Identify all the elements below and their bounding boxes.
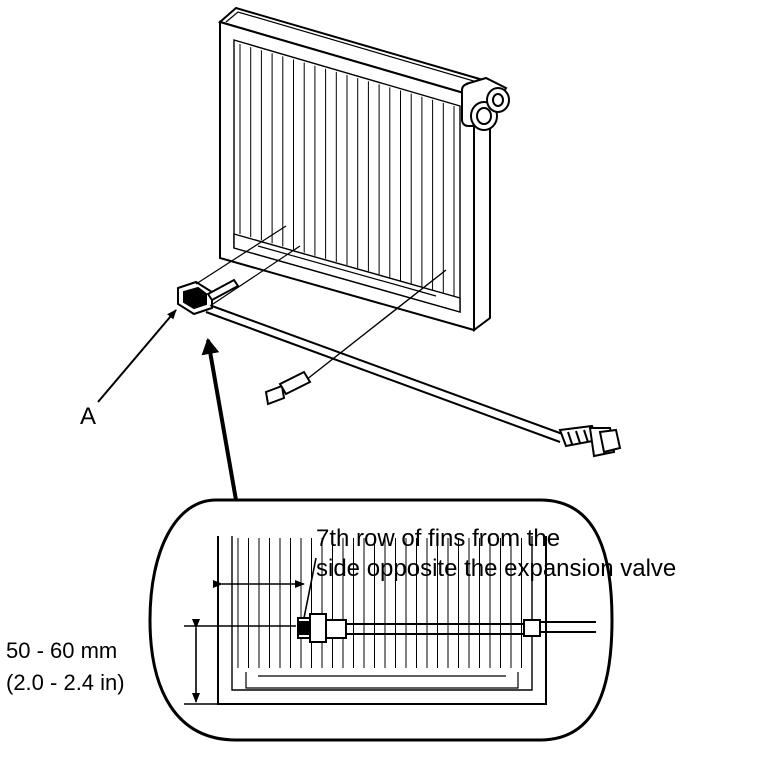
detail-callout (148, 498, 614, 742)
label-a: A (80, 403, 96, 430)
callout-text-line1: 7th row of fins from the (316, 525, 560, 552)
thermistor-probe-icon (264, 269, 447, 406)
evaporator-fins (239, 44, 455, 296)
dimension-in: (2.0 - 2.4 in) (6, 670, 125, 695)
expansion-valve-port-icon (461, 76, 510, 131)
dimension-mm: 50 - 60 mm (6, 638, 117, 663)
pointer-arrow-a (97, 309, 177, 403)
callout-text-line2: side opposite the expansion valve (316, 555, 676, 582)
detail-pointer-arrow (201, 338, 238, 501)
sensor-connector-icon (558, 424, 622, 458)
evaporator-core-icon (217, 6, 493, 332)
temperature-sensor-icon (177, 225, 569, 443)
